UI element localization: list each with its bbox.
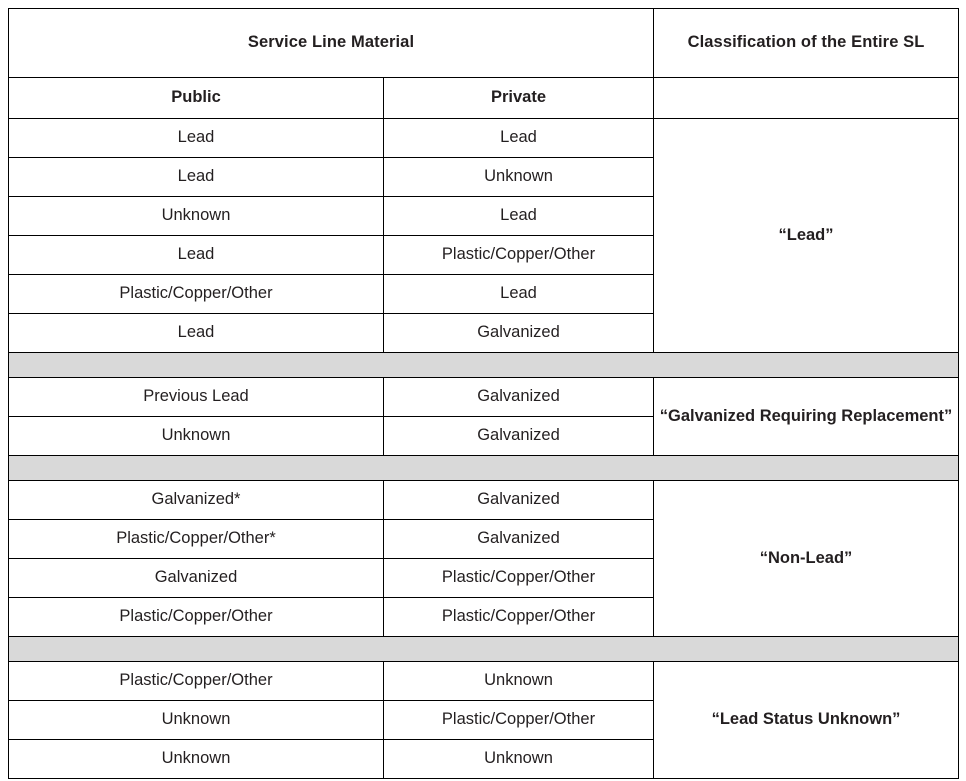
- cell-private-material: Galvanized: [382, 377, 655, 417]
- cell-private-material: Unknown: [382, 661, 655, 701]
- cell-classification: “Lead”: [653, 118, 960, 353]
- cell-private-material: Galvanized: [382, 480, 655, 520]
- table-row: Galvanized*Galvanized“Non-Lead”: [8, 480, 960, 637]
- header-row-secondary: Public Private: [8, 77, 960, 119]
- cell-private-material: Galvanized: [382, 313, 655, 353]
- cell-public-material: Lead: [8, 313, 384, 353]
- cell-private-material: Plastic/Copper/Other: [382, 700, 655, 740]
- cell-private-material: Lead: [382, 196, 655, 236]
- cell-public-material: Unknown: [8, 416, 384, 456]
- cell-public-material: Lead: [8, 157, 384, 197]
- cell-classification: “Non-Lead”: [653, 480, 960, 637]
- cell-public-material: Lead: [8, 235, 384, 275]
- cell-public-material: Unknown: [8, 739, 384, 779]
- cell-public-material: Plastic/Copper/Other*: [8, 519, 384, 559]
- table-row: Plastic/Copper/Other*Galvanized: [8, 519, 959, 559]
- cell-public-material: Unknown: [8, 700, 384, 740]
- service-line-classification-table: Service Line Material Classification of …: [7, 8, 960, 779]
- cell-classification: “Galvanized Requiring Replacement”: [653, 377, 960, 456]
- cell-public-material: Galvanized*: [8, 480, 384, 520]
- cell-private-material: Plastic/Copper/Other: [382, 235, 655, 275]
- header-service-line-material: Service Line Material: [7, 8, 655, 78]
- group-spacer-row: [7, 352, 960, 378]
- cell-private-material: Unknown: [382, 739, 655, 779]
- cell-private-material: Plastic/Copper/Other: [382, 597, 655, 637]
- header-classification-entire-sl: Classification of the Entire SL: [653, 8, 960, 78]
- group-spacer-cell: [7, 352, 960, 378]
- header-col-private: Private: [382, 77, 655, 119]
- cell-private-material: Plastic/Copper/Other: [382, 558, 655, 598]
- header-col-classification-blank: [653, 77, 960, 119]
- cell-public-material: Previous Lead: [8, 377, 384, 417]
- group-spacer-row: [7, 636, 960, 662]
- header-row-primary: Service Line Material Classification of …: [7, 8, 960, 78]
- header-col-public: Public: [8, 77, 384, 119]
- cell-public-material: Unknown: [8, 196, 384, 236]
- cell-private-material: Unknown: [382, 157, 655, 197]
- cell-private-material: Galvanized: [382, 519, 655, 559]
- cell-private-material: Galvanized: [382, 416, 655, 456]
- cell-public-material: Plastic/Copper/Other: [8, 274, 384, 314]
- group-spacer-row: [7, 455, 960, 481]
- cell-private-material: Lead: [382, 274, 655, 314]
- cell-classification: “Lead Status Unknown”: [653, 661, 960, 779]
- group-spacer-cell: [7, 455, 960, 481]
- group-spacer-cell: [7, 636, 960, 662]
- cell-public-material: Galvanized: [8, 558, 384, 598]
- cell-private-material: Lead: [382, 118, 655, 158]
- cell-public-material: Plastic/Copper/Other: [8, 597, 384, 637]
- table-body: Service Line Material Classification of …: [7, 8, 960, 779]
- cell-public-material: Plastic/Copper/Other: [8, 661, 384, 701]
- cell-public-material: Lead: [8, 118, 384, 158]
